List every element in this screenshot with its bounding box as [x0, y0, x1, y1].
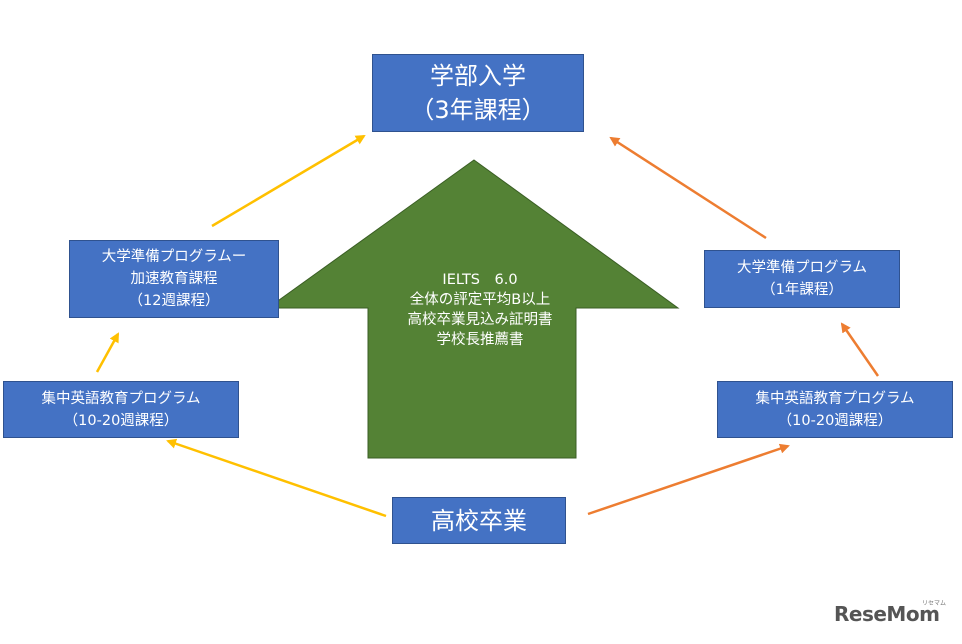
arrow-accelerated-to-university [211, 134, 366, 228]
arrow-english-left-to-accelerated [95, 332, 120, 373]
requirement-grade: 全体の評定平均B以上 [409, 292, 551, 308]
arrow-english-right-to-foundation [840, 322, 880, 377]
node-accelerated: 大学準備プログラムー 加速教育課程 （12週課程） [69, 240, 279, 318]
requirement-recommendation: 学校長推薦書 [436, 332, 524, 348]
node-english-left: 集中英語教育プログラム （10-20週課程） [3, 381, 239, 438]
node-english-left-line2: （10-20週課程） [63, 412, 179, 429]
resemom-logo-small: リセマム [922, 600, 947, 607]
requirements-up-arrow [266, 159, 680, 459]
arrow-foundation-to-university [609, 136, 767, 240]
node-english-left-line1: 集中英語教育プログラム [41, 390, 201, 407]
node-foundation-line2: （1年課程） [761, 282, 843, 298]
node-high-school: 高校卒業 [392, 497, 566, 544]
requirement-ielts: IELTS 6.0 [442, 272, 518, 288]
arrow-highschool-to-english-right [587, 443, 790, 516]
node-accelerated-line2: 加速教育課程 [130, 271, 218, 287]
node-english-right: 集中英語教育プログラム （10-20週課程） [717, 381, 953, 438]
node-english-right-line1: 集中英語教育プログラム [755, 390, 915, 407]
resemom-logo: ReseMom [834, 602, 940, 626]
node-english-right-line2: （10-20週課程） [777, 412, 893, 429]
requirement-certificate: 高校卒業見込み証明書 [407, 312, 553, 328]
node-accelerated-line1: 大学準備プログラムー [101, 249, 247, 265]
node-university-line1: 学部入学 [430, 62, 526, 90]
node-foundation-line1: 大学準備プログラム [736, 260, 868, 276]
requirements-text: IELTS 6.0 全体の評定平均B以上 高校卒業見込み証明書 学校長推薦書 [360, 270, 600, 350]
node-high-school-line1: 高校卒業 [431, 506, 527, 535]
node-accelerated-line3: （12週課程） [128, 293, 220, 309]
node-university: 学部入学 （3年課程） [372, 54, 584, 132]
node-foundation: 大学準備プログラム （1年課程） [704, 250, 900, 308]
node-university-line2: （3年課程） [410, 96, 546, 124]
arrow-highschool-to-english-left [166, 438, 387, 518]
